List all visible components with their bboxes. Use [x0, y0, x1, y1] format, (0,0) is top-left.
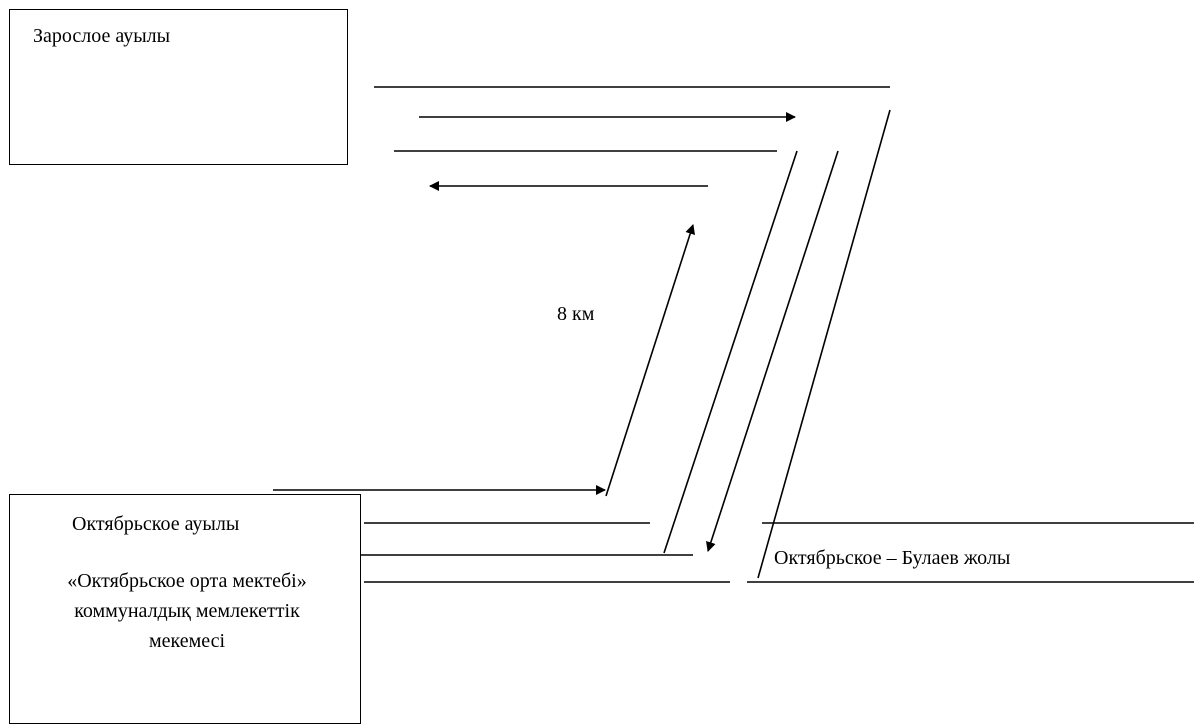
distance-arrow	[605, 224, 696, 497]
road-diagonal-inner	[663, 150, 798, 554]
distance-label: 8 км	[557, 303, 595, 325]
zaroslo-village-label: Зарослое ауылы	[33, 25, 171, 47]
road-diagonal-middle	[706, 150, 839, 552]
oktyabr-village-box	[9, 494, 361, 724]
oktyabr-school-label: «Октябрьское орта мектебі» коммуналдық м…	[67, 570, 307, 652]
oktyabr-village-label: Октябрьское ауылы	[72, 513, 240, 535]
road-label: Октябрьское – Булаев жолы	[774, 547, 1011, 569]
zaroslo-village-box	[9, 9, 348, 165]
road-diagonal-outer	[757, 109, 891, 579]
